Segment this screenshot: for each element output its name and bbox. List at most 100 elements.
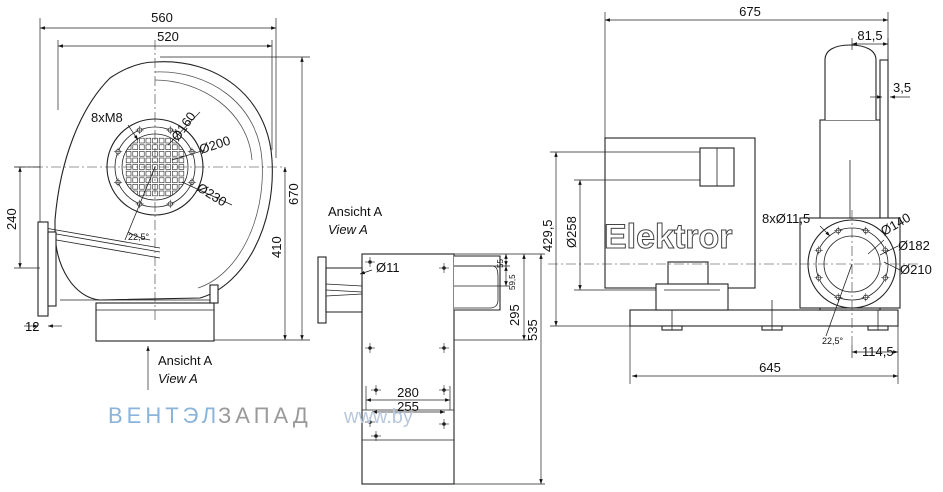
mounting-hole: [439, 263, 449, 273]
grid-cell: [158, 177, 165, 183]
grid-cell: [132, 184, 138, 190]
dim-295: 295: [507, 304, 522, 326]
bolt-hole: [861, 293, 870, 302]
mounting-hole: [371, 431, 381, 441]
dim-d182: Ø182: [898, 238, 930, 253]
grid-cell: [139, 157, 145, 164]
dim-55: 55: [496, 259, 505, 268]
side-inlet-bolts: [814, 226, 890, 302]
bolt-hole: [814, 273, 823, 282]
grid-cell: [139, 137, 145, 144]
dim-255: 255: [397, 399, 419, 414]
dim-114-5: 114,5: [862, 344, 894, 359]
dim-angle-front: 22,5°: [128, 232, 150, 242]
grid-cell: [158, 190, 165, 197]
grid-cell: [158, 144, 165, 150]
grid-cell: [172, 184, 178, 190]
grid-cell: [125, 151, 132, 157]
dim-280: 280: [397, 385, 419, 400]
brand-logo: Elektror: [604, 218, 733, 256]
grid-cell: [178, 177, 185, 183]
grid-cell: [172, 157, 178, 164]
watermark-text-1: ВЕНТЭЛ: [108, 403, 220, 428]
dim-d258: Ø258: [564, 216, 579, 248]
mounting-hole: [439, 385, 449, 395]
grid-cell: [132, 170, 138, 177]
grid-cell: [125, 170, 132, 177]
grid-cell: [145, 137, 152, 144]
bolt-hole: [113, 178, 123, 187]
grid-cell: [145, 151, 152, 157]
grid-cell: [145, 170, 152, 177]
bolt-hole: [187, 178, 197, 187]
dim-d210: Ø210: [900, 262, 932, 277]
side-view: Elektror 675 81,5 3,5 429,5 Ø258 8xØ11,5…: [540, 4, 932, 384]
grid-cell: [178, 157, 185, 164]
grid-cell: [165, 157, 171, 164]
grid-cell: [139, 184, 145, 190]
grid-cell: [132, 177, 138, 183]
view-a-title-en: View A: [328, 222, 368, 237]
dim-3-5: 3,5: [893, 80, 911, 95]
watermark: ВЕНТЭЛ ЗАПАД www.by: [108, 403, 413, 428]
dim-59-5: 59,5: [508, 274, 517, 290]
dim-675: 675: [739, 4, 761, 19]
grid-cell: [178, 170, 185, 177]
grid-cell: [139, 170, 145, 177]
bolt-hole: [861, 226, 870, 235]
bolt-hole: [881, 246, 890, 255]
view-a-arrow-label-en: View A: [158, 371, 198, 386]
bolt-hole: [113, 147, 123, 156]
side-base: [629, 309, 899, 327]
dim-12: 12: [25, 319, 39, 334]
bolt-hole: [166, 125, 175, 135]
dim-645: 645: [759, 360, 781, 375]
grid-cell: [165, 184, 171, 190]
grid-cell: [139, 177, 145, 183]
watermark-site: www.by: [343, 406, 413, 428]
view-a-column: [361, 253, 455, 485]
dim-520: 520: [157, 29, 179, 44]
view-a: Ansicht A View A Ø11 55 59,5 2: [317, 204, 545, 485]
grid-cell: [172, 144, 178, 150]
bolt-hole: [814, 246, 823, 255]
grid-cell: [139, 151, 145, 157]
grid-cell: [132, 151, 138, 157]
grid-cell: [165, 151, 171, 157]
dim-535: 535: [525, 319, 540, 341]
grid-cell: [145, 190, 152, 197]
dim-560: 560: [151, 10, 173, 25]
grid-cell: [158, 151, 165, 157]
dim-8xm8: 8xM8: [91, 110, 123, 125]
grid-cell: [172, 177, 178, 183]
bolt-hole: [187, 147, 197, 156]
grid-cell: [158, 137, 165, 144]
grid-cell: [158, 184, 165, 190]
bolt-hole: [834, 226, 843, 235]
dim-angle-side: 22,5°: [822, 336, 844, 346]
bolt-hole: [166, 199, 175, 209]
view-a-title-de: Ansicht A: [328, 204, 383, 219]
front-view: 560 520 8xM8 Ø160 Ø200 Ø230 22,5° 240 67…: [4, 10, 310, 390]
grid-cell: [165, 190, 171, 197]
grid-cell: [172, 151, 178, 157]
dim-429-5: 429,5: [540, 219, 555, 252]
mounting-hole: [365, 343, 375, 353]
grid-cell: [158, 157, 165, 164]
dim-410: 410: [269, 236, 284, 258]
mounting-hole: [365, 417, 375, 427]
grid-cell: [165, 137, 171, 144]
grid-cell: [165, 170, 171, 177]
dim-d11: Ø11: [376, 260, 400, 275]
bolt-hole: [135, 125, 144, 135]
grid-cell: [145, 184, 152, 190]
grid-cell: [132, 144, 138, 150]
view-a-holes: [365, 257, 449, 441]
grid-cell: [158, 170, 165, 177]
outlet-flange: [37, 221, 49, 317]
grid-cell: [125, 177, 132, 183]
grid-cell: [145, 157, 152, 164]
dim-240: 240: [4, 208, 19, 230]
grid-cell: [132, 157, 138, 164]
bolt-hole: [881, 273, 890, 282]
